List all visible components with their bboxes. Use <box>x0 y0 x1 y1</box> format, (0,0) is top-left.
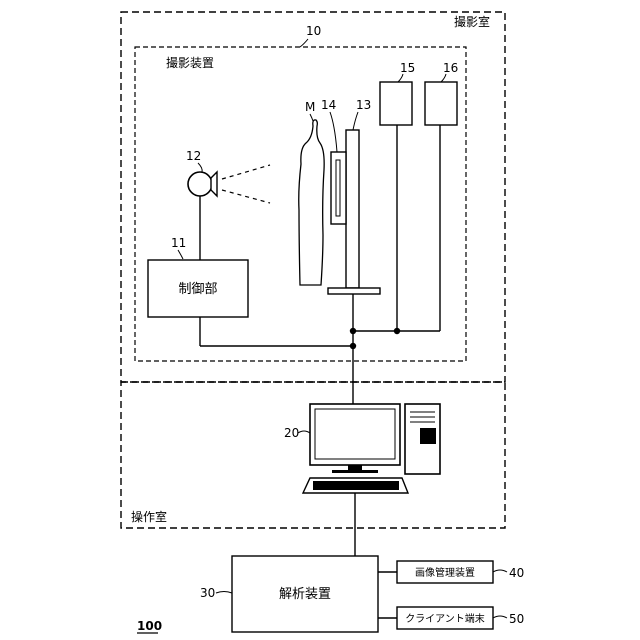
leader-unit-16 <box>441 74 446 82</box>
leader-controller <box>178 250 183 259</box>
monitor-foot <box>332 470 378 473</box>
radiation-source-nozzle <box>211 172 217 196</box>
leader-radiation-source <box>198 163 202 172</box>
beam-line-lower <box>222 190 270 203</box>
apparatus-label: 撮影装置 <box>166 56 214 70</box>
beam-line-upper <box>222 165 270 179</box>
stand-base <box>328 288 380 294</box>
numeral-console: 20 <box>284 426 299 440</box>
numeral-image-manager: 40 <box>509 566 524 580</box>
unit-16-box <box>425 82 457 125</box>
leader-detector <box>330 112 337 152</box>
stand-column <box>346 130 359 288</box>
imaging-room-label: 撮影室 <box>454 14 490 29</box>
numeral-stand: 13 <box>356 98 371 112</box>
numeral-imaging-room: 10 <box>306 24 321 38</box>
leader-stand <box>353 112 358 130</box>
leader-console <box>298 431 310 433</box>
leader-client-terminal <box>493 616 507 618</box>
numeral-radiation-source: 12 <box>186 149 201 163</box>
tower-vent <box>420 428 436 444</box>
junction-dot <box>394 328 400 334</box>
subject-figure <box>299 120 324 285</box>
numeral-controller: 11 <box>171 236 186 250</box>
numeral-unit-15: 15 <box>400 61 415 75</box>
leader-unit-15 <box>398 74 403 82</box>
image-manager-label: 画像管理装置 <box>415 566 475 579</box>
leader-imaging-room <box>300 39 308 47</box>
leader-image-manager <box>493 570 507 572</box>
monitor-neck <box>348 465 362 470</box>
system-numeral: 100 <box>137 619 162 633</box>
numeral-detector: 14 <box>321 98 336 112</box>
keyboard-keys <box>313 481 399 490</box>
leader-analyzer <box>216 592 232 594</box>
numeral-client-terminal: 50 <box>509 612 524 626</box>
operation-room-label: 操作室 <box>131 509 167 524</box>
numeral-unit-16: 16 <box>443 61 458 75</box>
client-terminal-label: クライアント端末 <box>405 612 485 625</box>
analyzer-label: 解析装置 <box>279 587 331 602</box>
monitor-screen <box>315 409 395 459</box>
detector-element <box>336 160 340 216</box>
junction-dot <box>350 328 356 334</box>
leader-subject <box>310 114 313 121</box>
numeral-analyzer: 30 <box>200 586 215 600</box>
radiation-source-icon <box>188 172 212 196</box>
numeral-subject: M <box>305 100 315 114</box>
unit-15-box <box>380 82 412 125</box>
controller-label: 制御部 <box>178 282 217 297</box>
